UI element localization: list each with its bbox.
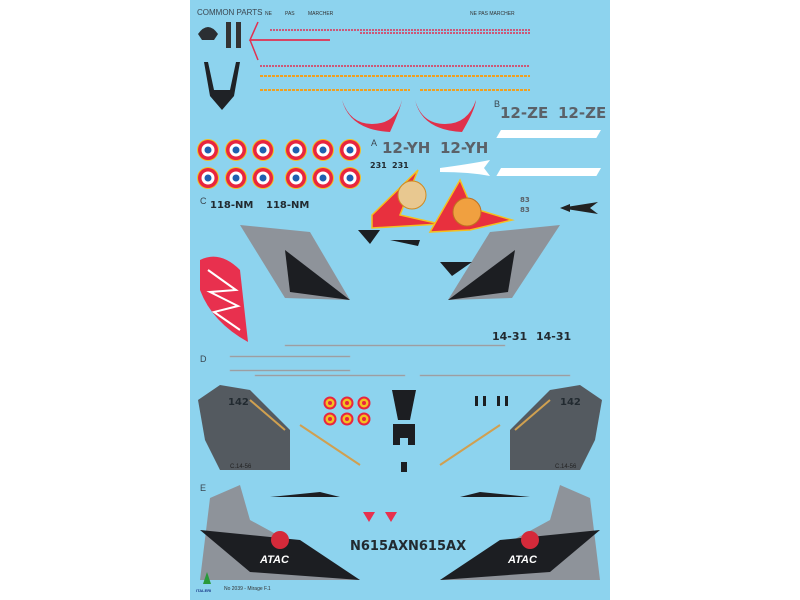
- shark-teeth-icon: [206, 269, 241, 331]
- tail-atac-right: ATAC: [440, 485, 600, 580]
- code-12-ze-right: 12-ZE: [558, 104, 606, 122]
- code-12-yh-right: 12-YH: [440, 139, 488, 157]
- section-b-label: B: [494, 99, 500, 109]
- product-title: No 2039 - Mirage F.1: [224, 586, 271, 592]
- spanish-roundel: [323, 412, 337, 426]
- atac-logo-left: ATAC: [259, 554, 290, 566]
- french-roundel: [252, 139, 274, 161]
- white-fuselage-decal: [440, 160, 490, 176]
- stencil-ne-pas-marcher: NE PAS MARCHER: [470, 11, 515, 17]
- black-antenna-decal: [560, 202, 598, 214]
- french-roundel: [197, 167, 219, 189]
- intake-decal-left: [342, 100, 402, 132]
- code-118-nm-left: 118-NM: [210, 200, 253, 211]
- french-roundel: [252, 167, 274, 189]
- french-roundels: [197, 139, 361, 189]
- stripe-decals: [248, 21, 530, 67]
- decal-artwork: COMMON PARTS NE PAS MARCHER NE PAS MARCH…: [196, 8, 606, 593]
- registration-left: N615AX: [350, 539, 408, 554]
- tail-atac-left: ATAC: [200, 485, 360, 580]
- section-a-label: A: [371, 138, 377, 148]
- section-e-label: E: [200, 483, 206, 493]
- number-83-a: 83: [520, 196, 530, 204]
- number-231-left: 231: [370, 161, 387, 170]
- french-roundel: [312, 167, 334, 189]
- tail-code-left: C.14-56: [230, 464, 252, 470]
- decal-sheet: COMMON PARTS NE PAS MARCHER NE PAS MARCH…: [190, 0, 610, 600]
- code-12-yh-left: 12-YH: [382, 139, 430, 157]
- french-roundel: [285, 139, 307, 161]
- french-roundel: [225, 139, 247, 161]
- stencil-pas: PAS: [285, 11, 295, 17]
- italeri-brand: ITALERI: [196, 588, 211, 593]
- squadron-emblem-wasp: [371, 169, 441, 229]
- black-antenna-strips: [270, 492, 530, 497]
- french-roundel: [339, 167, 361, 189]
- spanish-roundel: [340, 396, 354, 410]
- orange-stripe-decals: [260, 75, 530, 91]
- section-c-tail-decals: [240, 225, 560, 300]
- tail-art-tiger-left: 142 C.14-56: [198, 385, 361, 470]
- number-83-b: 83: [520, 206, 530, 214]
- tail-code-right: C.14-56: [555, 464, 577, 470]
- atac-logo-right: ATAC: [507, 554, 538, 566]
- tail-number-142-left: 142: [228, 397, 249, 408]
- section-c-label: C: [200, 196, 207, 206]
- spanish-roundel: [357, 396, 371, 410]
- squadron-emblem-tiger: [428, 178, 515, 233]
- french-roundel: [197, 139, 219, 161]
- french-roundel: [312, 139, 334, 161]
- spanish-roundel: [340, 412, 354, 426]
- spanish-roundel: [323, 396, 337, 410]
- intake-decal-right: [415, 100, 476, 132]
- tail-number-142-right: 142: [560, 397, 581, 408]
- french-roundel: [285, 167, 307, 189]
- spanish-roundels: [323, 396, 371, 426]
- registration-right: N615AX: [408, 539, 466, 554]
- stencil-marcher: MARCHER: [308, 11, 334, 17]
- canopy-frame-decal: [204, 62, 240, 110]
- white-stripe-scorpion: [496, 168, 602, 176]
- french-roundel: [339, 139, 361, 161]
- french-roundel: [225, 167, 247, 189]
- black-panel-decals: [392, 390, 508, 472]
- number-231-right: 231: [392, 161, 409, 170]
- code-118-nm-right: 118-NM: [266, 200, 309, 211]
- spanish-roundel: [357, 412, 371, 426]
- common-parts-heading: COMMON PARTS: [197, 8, 262, 17]
- tail-art-tiger-right: 142 C.14-56: [439, 385, 602, 470]
- section-d-stencil-lines: [229, 344, 571, 377]
- section-d-label: D: [200, 354, 207, 364]
- stencil-ne: NE: [265, 11, 273, 17]
- code-12-ze-left: 12-ZE: [500, 104, 548, 122]
- white-stripe-wolf: [496, 130, 601, 138]
- instrument-panel-decal: [198, 22, 241, 48]
- red-triangle-decals: [363, 512, 397, 522]
- code-14-31-right: 14-31: [536, 330, 571, 343]
- italeri-logo-icon: [203, 572, 211, 584]
- code-14-31-left: 14-31: [492, 330, 527, 343]
